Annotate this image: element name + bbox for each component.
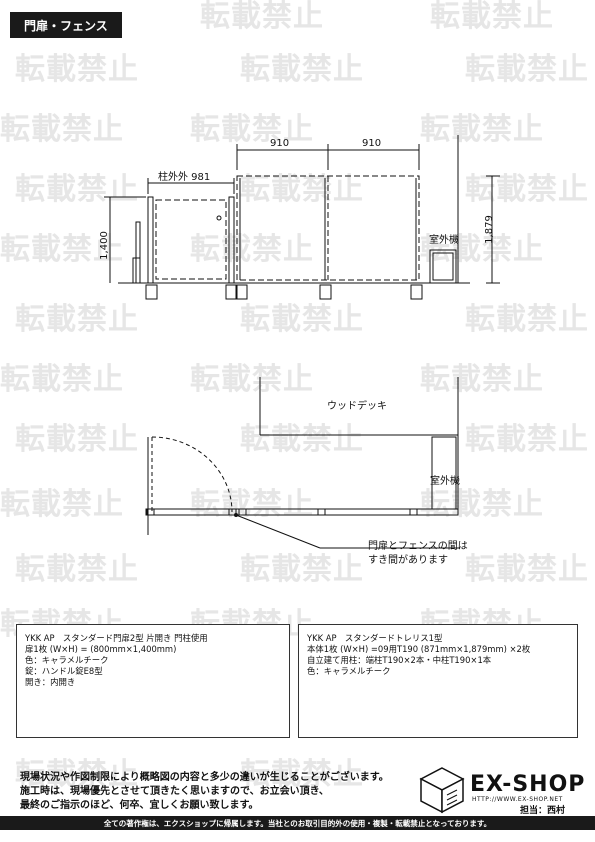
spec-fence-line: 自立建て用柱：端柱T190×2本・中柱T190×1本: [307, 655, 492, 665]
leader-line: [235, 514, 321, 549]
watermark-text: 転載禁止: [0, 232, 124, 267]
watermark-text: 転載禁止: [240, 302, 364, 337]
page-title: 門扉・フェンス: [10, 12, 122, 38]
spec-box-fence: YKK AP スタンダードトレリス1型 本体1枚 (W×H) =09用T190 …: [298, 624, 578, 738]
plan-post-4: [317, 508, 326, 516]
watermark-text: 転載禁止: [240, 757, 364, 792]
watermark-text: 転載禁止: [0, 362, 124, 397]
watermark-text: 転載禁止: [190, 362, 314, 397]
watermark-text: 転載禁止: [465, 422, 589, 457]
gap-note-1: 門扉とフェンスの間は: [368, 541, 468, 552]
plan-post-1: [146, 508, 155, 516]
spec-fence-line: 色：キャラメルチーク: [307, 666, 391, 676]
footing-5: [410, 284, 423, 300]
spec-gate-line: 色：キャラメルチーク: [25, 655, 109, 665]
site-notes: 現場状況や作図制限により概略図の内容と多少の違いが生じることがございます。 施工…: [20, 771, 389, 813]
left-post-base: [132, 257, 141, 284]
watermark-text: 転載禁止: [15, 422, 139, 457]
exshop-logo-icon: [419, 767, 465, 814]
spec-gate-line: 開き：内開き: [25, 677, 76, 687]
gap-note-2: すき間があります: [368, 555, 448, 566]
footing-2: [225, 284, 238, 300]
watermark-text: 転載禁止: [15, 552, 139, 587]
door-swing-arc: [151, 436, 233, 513]
footing-1: [145, 284, 158, 300]
plan-post-3: [238, 508, 247, 516]
gate-pillar-left: [147, 196, 154, 284]
brand-name: EX-SHOP: [470, 772, 586, 797]
watermark-text: 転載禁止: [420, 112, 544, 147]
gate-pillar-right: [228, 196, 235, 284]
spec-gate-line: YKK AP スタンダード門扉2型 片開き 門柱使用: [25, 633, 208, 643]
brand-url: HTTP://WWW.EX-SHOP.NET: [472, 796, 563, 803]
spec-gate-line: 扉1枚 (W×H) = (800mm×1,400mm): [25, 644, 177, 654]
plan-ac-unit: [431, 436, 457, 510]
watermark-text: 転載禁止: [465, 552, 589, 587]
watermark-text: 転載禁止: [200, 0, 324, 34]
ac-unit-inner: [432, 252, 454, 281]
watermark-text: 転載禁止: [430, 0, 554, 34]
page-title-text: 門扉・フェンス: [24, 18, 108, 33]
watermark-text: 転載禁止: [465, 302, 589, 337]
plan-ac-label: 室外機: [430, 476, 460, 487]
watermark-text: 転載禁止: [240, 52, 364, 87]
watermark-text: 転載禁止: [0, 487, 124, 522]
plan-post-2: [228, 508, 237, 516]
watermark-text: 転載禁止: [240, 172, 364, 207]
watermark-text: 転載禁止: [15, 757, 139, 792]
spec-fence-line: 本体1枚 (W×H) =09用T190 (871mm×1,879mm) ×2枚: [307, 644, 531, 654]
dim-left-label: 910: [270, 138, 290, 149]
copyright-footer: 全ての著作権は、エクスショップに帰属します。当社とのお取引目的外の使用・複製・転…: [0, 816, 595, 830]
ac-unit: [429, 249, 457, 284]
note-line: 施工時は、現場優先とさせて頂きたく思いますので、お立会い頂き、: [20, 786, 329, 797]
watermark-text: 転載禁止: [190, 112, 314, 147]
plan-post-5: [409, 508, 418, 516]
watermark-text: 転載禁止: [465, 52, 589, 87]
note-line: 最終のご指示のほど、何卒、宜しくお願い致します。: [20, 800, 259, 811]
elevation-ac-label: 室外機: [429, 235, 459, 246]
watermark-text: 転載禁止: [0, 112, 124, 147]
watermark-text: 転載禁止: [15, 172, 139, 207]
watermark-text: 転載禁止: [420, 362, 544, 397]
fence-line: [145, 508, 459, 516]
dim-right-label: 910: [362, 138, 382, 149]
staff-name: 担当：西村: [520, 806, 566, 816]
gate-panel: [155, 199, 227, 280]
footing-3: [235, 284, 248, 300]
deck-label: ウッドデッキ: [327, 401, 387, 412]
spec-gate-line: 錠：ハンドル錠E8型: [25, 666, 103, 676]
watermark-text: 転載禁止: [15, 302, 139, 337]
watermark-text: 転載禁止: [240, 552, 364, 587]
gate-handle: [216, 215, 222, 221]
footer-text: 全ての著作権は、エクスショップに帰属します。当社とのお取引目的外の使用・複製・転…: [103, 818, 492, 828]
spec-box-gate: YKK AP スタンダード門扉2型 片開き 門柱使用 扉1枚 (W×H) = (…: [16, 624, 290, 738]
watermark-text: 転載禁止: [190, 232, 314, 267]
dim-pillar-label: 柱外外 981: [158, 172, 211, 183]
spec-fence-line: YKK AP スタンダードトレリス1型: [307, 633, 443, 643]
watermark-text: 転載禁止: [465, 172, 589, 207]
footing-4: [319, 284, 332, 300]
watermark-text: 転載禁止: [15, 52, 139, 87]
note-line: 現場状況や作図制限により概略図の内容と多少の違いが生じることがございます。: [20, 772, 389, 783]
